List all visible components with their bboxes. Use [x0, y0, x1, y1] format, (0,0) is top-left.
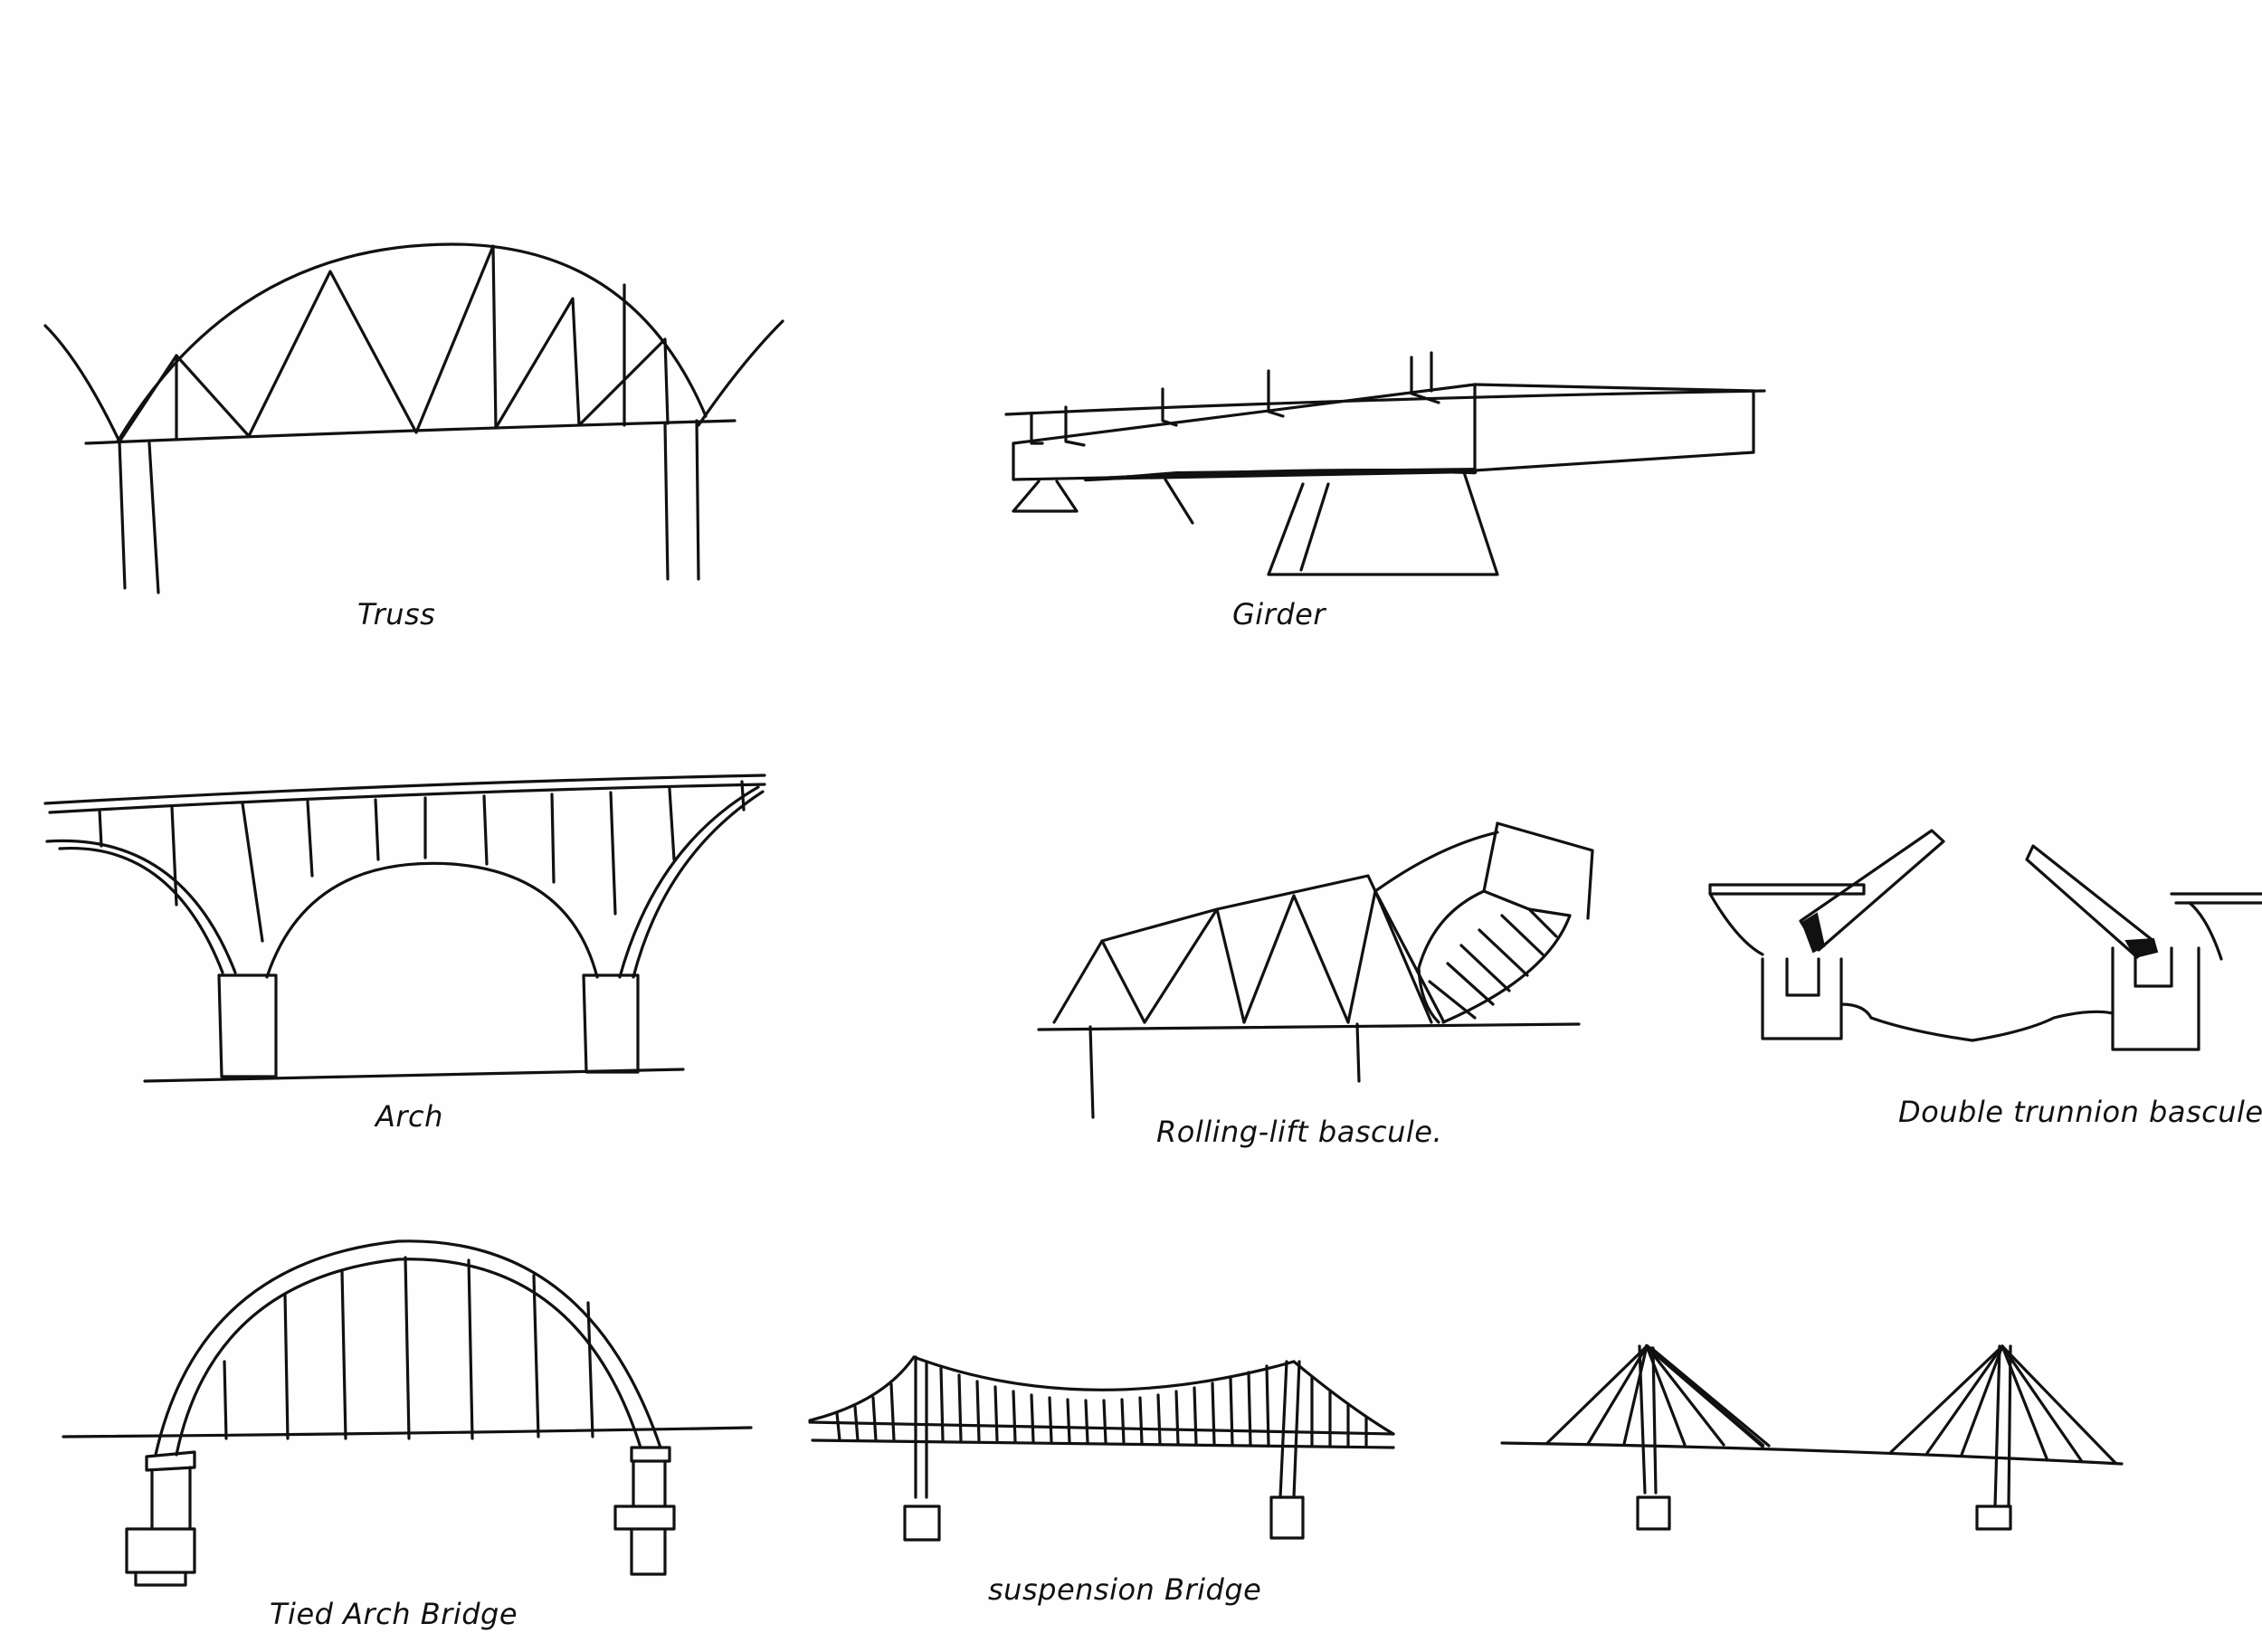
rolling-lift-bascule-label: Rolling-lift bascule. [1156, 1115, 1442, 1149]
girder-bridge-drawing [1004, 351, 1766, 576]
double-trunnion-bascule-drawing [1708, 829, 2262, 1051]
suspension-bridge-drawing [808, 1355, 1395, 1542]
double-trunnion-bascule-label: Double trunnion bascule [1898, 1095, 2262, 1129]
tied-arch-bridge-drawing [62, 1239, 753, 1587]
girder-label: Girder [1232, 597, 1326, 631]
arch-bridge-drawing [43, 774, 766, 1083]
truss-bridge-drawing [43, 242, 784, 594]
truss-label: Truss [357, 597, 435, 631]
cable-stayed-bridge-drawing [1500, 1343, 2124, 1531]
suspension-bridge-label: suspension Bridge [988, 1572, 1261, 1607]
tied-arch-bridge-label: Tied Arch Bridge [270, 1597, 518, 1631]
arch-label: Arch [374, 1099, 443, 1134]
rolling-lift-bascule-drawing [1037, 821, 1594, 1119]
